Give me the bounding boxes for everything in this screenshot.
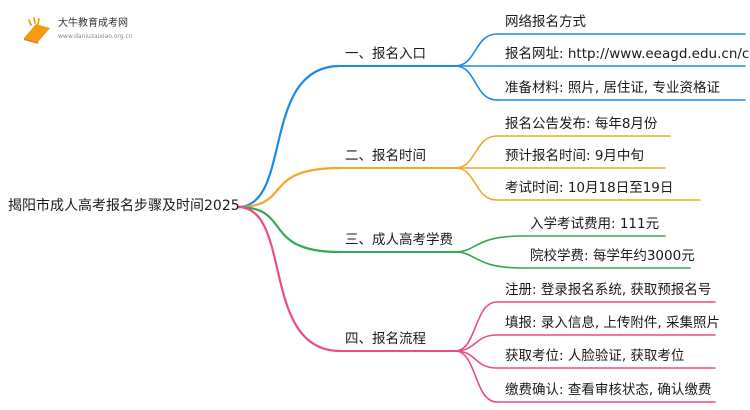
logo-name: 大牛教育成考网 — [58, 18, 128, 29]
root-branch-connector — [236, 166, 342, 209]
root-branch-connector — [236, 205, 342, 353]
branch-leaf-connector — [454, 251, 523, 269]
leaf-text: 报名公告发布: 每年8月份 — [505, 116, 658, 132]
branch-leaf-connector — [454, 167, 498, 201]
leaf-text: 院校学费: 每学年约3000元 — [530, 248, 695, 264]
leaf-text: 入学考试费用: 111元 — [530, 216, 660, 232]
root-topic: 揭阳市成人高考报名步骤及时间2025 — [8, 198, 240, 214]
branch-leaf-connector — [454, 235, 523, 253]
leaf-text: 获取考位: 人脸验证, 获取考位 — [505, 348, 685, 364]
branch-label: 二、报名时间 — [345, 148, 426, 164]
leaf-text: 填报: 录入信息, 上传附件, 采集照片 — [505, 315, 721, 331]
branch-leaf-connector — [454, 301, 498, 352]
branch-leaf-connector — [454, 33, 498, 67]
logo-url: www.daniuzaixiao.org.cn — [58, 33, 133, 40]
logo-book-icon — [24, 17, 50, 44]
site-logo: 大牛教育成考网 www.daniuzaixiao.org.cn — [20, 14, 160, 48]
root-branch-connector — [236, 64, 342, 209]
branch-label: 四、报名流程 — [345, 331, 426, 347]
branch-label: 三、成人高考学费 — [345, 232, 453, 248]
root-branch-connector — [236, 205, 342, 254]
leaf-text: 预计报名时间: 9月中旬 — [505, 148, 644, 164]
branch-leaf-connector — [454, 65, 498, 101]
leaf-text: 准备材料: 照片, 居住证, 专业资格证 — [505, 80, 721, 96]
leaf-text: 考试时间: 10月18日至19日 — [505, 180, 674, 196]
leaf-text: 报名网址: http://www.eeagd.edu.cn/cr — [505, 46, 750, 62]
leaf-text: 网络报名方式 — [505, 14, 586, 30]
branch-label: 一、报名入口 — [345, 46, 426, 62]
leaf-text: 注册: 登录报名系统, 获取预报名号 — [505, 282, 712, 298]
branch-leaf-connector — [454, 350, 498, 403]
branch-leaf-connector — [454, 135, 498, 169]
leaf-text: 缴费确认: 查看审核状态, 确认缴费 — [505, 382, 712, 398]
